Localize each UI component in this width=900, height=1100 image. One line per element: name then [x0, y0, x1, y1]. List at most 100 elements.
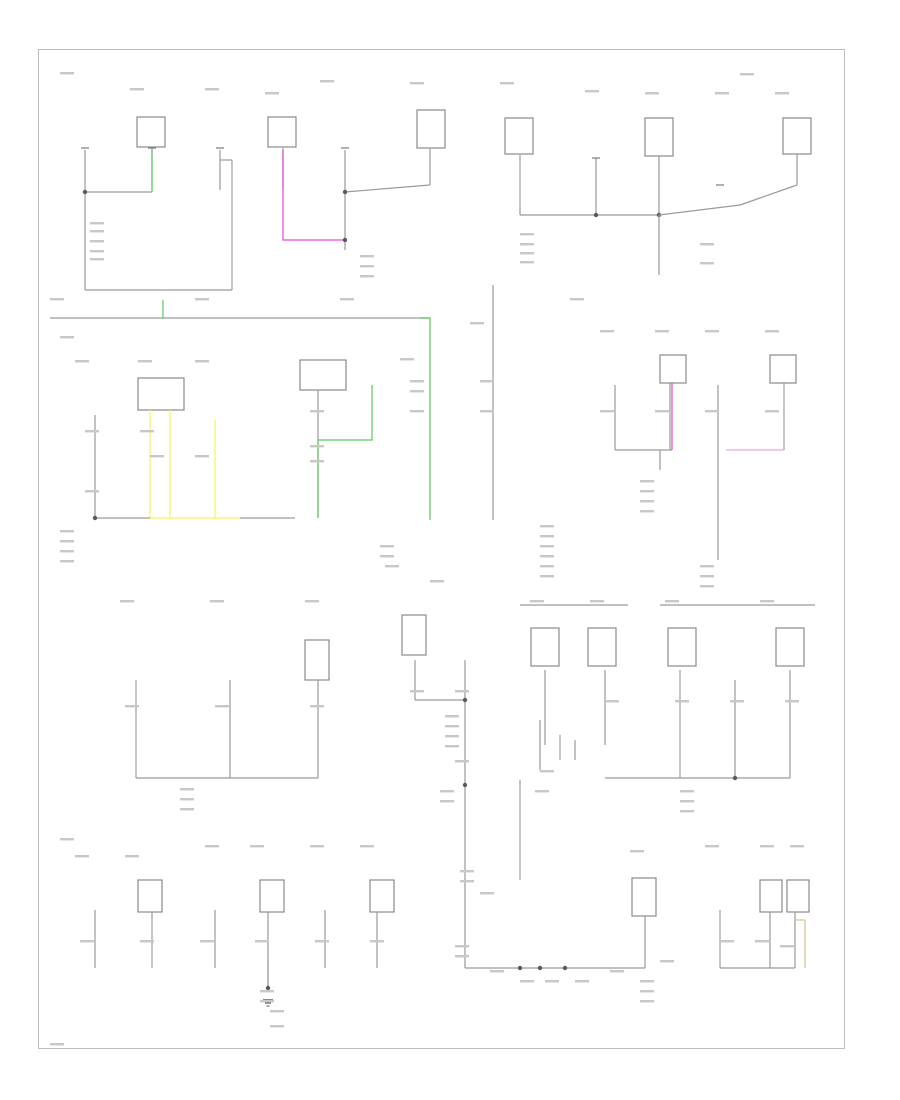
- label-glyph: [660, 960, 674, 963]
- label-glyph: [540, 535, 554, 538]
- label-glyph: [540, 525, 554, 528]
- label-glyph: [680, 810, 694, 813]
- diagram-frame: [38, 49, 845, 1049]
- label-glyph: [640, 1000, 654, 1003]
- splice-dot: [517, 965, 523, 971]
- label-glyph: [85, 430, 99, 433]
- label-glyph: [455, 690, 469, 693]
- label-glyph: [90, 222, 104, 225]
- label-glyph: [440, 790, 454, 793]
- label-glyph: [655, 410, 669, 413]
- label-glyph: [520, 980, 534, 983]
- splice-dot: [82, 189, 88, 195]
- label-glyph: [700, 243, 714, 246]
- component-box: [769, 354, 797, 384]
- label-glyph: [60, 550, 74, 553]
- component-box: [659, 354, 687, 384]
- label-glyph: [250, 845, 264, 848]
- label-glyph: [130, 88, 144, 91]
- label-glyph: [665, 600, 679, 603]
- label-glyph: [765, 330, 779, 333]
- label-glyph: [705, 410, 719, 413]
- label-glyph: [520, 252, 534, 255]
- label-glyph: [540, 770, 554, 773]
- label-glyph: [430, 580, 444, 583]
- label-glyph: [445, 715, 459, 718]
- splice-dot: [462, 697, 468, 703]
- label-glyph: [180, 788, 194, 791]
- component-box: [759, 879, 783, 913]
- label-glyph: [440, 800, 454, 803]
- label-glyph: [455, 760, 469, 763]
- label-glyph: [640, 500, 654, 503]
- label-glyph: [140, 940, 154, 943]
- label-glyph: [700, 585, 714, 588]
- label-glyph: [445, 735, 459, 738]
- label-glyph: [310, 845, 324, 848]
- component-box: [530, 627, 560, 667]
- label-glyph: [640, 480, 654, 483]
- label-glyph: [715, 92, 729, 95]
- label-glyph: [80, 940, 94, 943]
- component-box: [137, 879, 163, 913]
- label-glyph: [455, 955, 469, 958]
- wire-green: [420, 317, 431, 520]
- label-glyph: [50, 298, 64, 301]
- label-glyph: [700, 262, 714, 265]
- label-glyph: [260, 990, 274, 993]
- label-glyph: [90, 250, 104, 253]
- label-glyph: [410, 690, 424, 693]
- component-box: [504, 117, 534, 155]
- label-glyph: [60, 72, 74, 75]
- wire-magenta: [282, 150, 345, 241]
- label-glyph: [640, 490, 654, 493]
- label-glyph: [380, 545, 394, 548]
- label-glyph: [570, 298, 584, 301]
- label-glyph: [370, 940, 384, 943]
- label-glyph: [60, 838, 74, 841]
- label-glyph: [780, 945, 794, 948]
- label-glyph: [315, 940, 329, 943]
- label-glyph: [600, 330, 614, 333]
- label-glyph: [610, 970, 624, 973]
- splice-dot: [92, 515, 98, 521]
- label-glyph: [360, 265, 374, 268]
- label-glyph: [305, 600, 319, 603]
- splice-dot: [265, 985, 271, 991]
- component-box: [644, 117, 674, 157]
- label-glyph: [445, 725, 459, 728]
- label-glyph: [480, 380, 494, 383]
- component-box: [631, 877, 657, 917]
- label-glyph: [150, 455, 164, 458]
- component-box: [299, 359, 347, 391]
- component-box: [304, 639, 330, 681]
- label-glyph: [755, 940, 769, 943]
- label-glyph: [210, 600, 224, 603]
- label-glyph: [470, 322, 484, 325]
- label-glyph: [310, 410, 324, 413]
- label-glyph: [705, 845, 719, 848]
- label-glyph: [410, 380, 424, 383]
- label-glyph: [790, 845, 804, 848]
- label-glyph: [410, 410, 424, 413]
- label-glyph: [195, 360, 209, 363]
- label-glyph: [520, 261, 534, 264]
- label-glyph: [540, 575, 554, 578]
- label-glyph: [480, 892, 494, 895]
- splice-dot: [732, 775, 738, 781]
- label-glyph: [380, 555, 394, 558]
- splice-dot: [537, 965, 543, 971]
- label-glyph: [535, 790, 549, 793]
- component-box: [782, 117, 812, 155]
- component-box: [369, 879, 395, 913]
- label-glyph: [50, 1043, 64, 1046]
- label-glyph: [75, 855, 89, 858]
- label-glyph: [540, 555, 554, 558]
- label-glyph: [360, 275, 374, 278]
- label-glyph: [730, 700, 744, 703]
- label-glyph: [385, 565, 399, 568]
- label-glyph: [400, 358, 414, 361]
- label-glyph: [540, 565, 554, 568]
- label-glyph: [195, 455, 209, 458]
- label-glyph: [60, 560, 74, 563]
